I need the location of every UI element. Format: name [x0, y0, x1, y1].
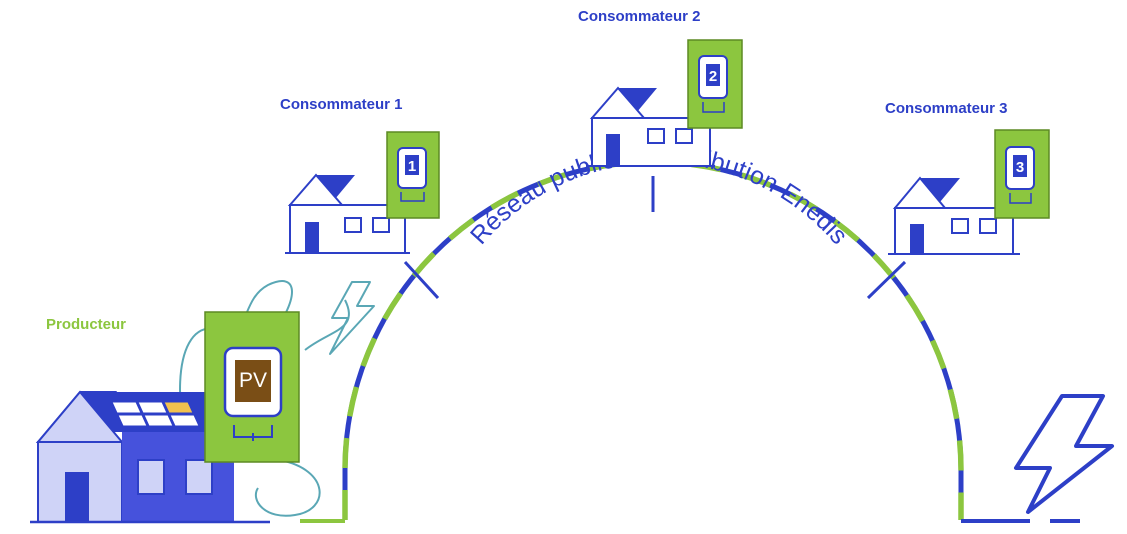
label-consumer-3: Consommateur 3 — [885, 100, 1008, 117]
electric-meter-icon: 3 — [994, 129, 1050, 219]
electric-meter-icon: PV — [204, 311, 300, 463]
meter-number-3: 3 — [1016, 159, 1024, 176]
meter-number-2: 2 — [709, 68, 717, 85]
lightning-bolt-icon — [1014, 394, 1114, 514]
house-icon — [285, 173, 410, 254]
consumer-2-group: 2 — [586, 39, 743, 167]
house-icon — [586, 86, 715, 167]
connector-consumer-1 — [403, 260, 440, 300]
electric-meter-icon: 2 — [687, 39, 743, 129]
producer-group: PV — [30, 280, 375, 524]
consumer-3-group: 3 — [888, 129, 1050, 255]
house-icon — [888, 176, 1020, 255]
cable — [304, 299, 350, 351]
solar-panel-icon — [111, 401, 200, 427]
meter-label-pv: PV — [239, 369, 267, 392]
connector-consumer-3 — [866, 260, 907, 300]
meter-number-1: 1 — [408, 158, 416, 175]
cable — [254, 459, 321, 517]
consumer-1-group: 1 — [285, 131, 440, 254]
label-consumer-1: Consommateur 1 — [280, 96, 403, 113]
electric-meter-icon: 1 — [386, 131, 440, 219]
label-producer: Producteur — [46, 316, 127, 333]
lightning-bolt-icon — [329, 281, 375, 355]
label-consumer-2: Consommateur 2 — [578, 8, 701, 25]
